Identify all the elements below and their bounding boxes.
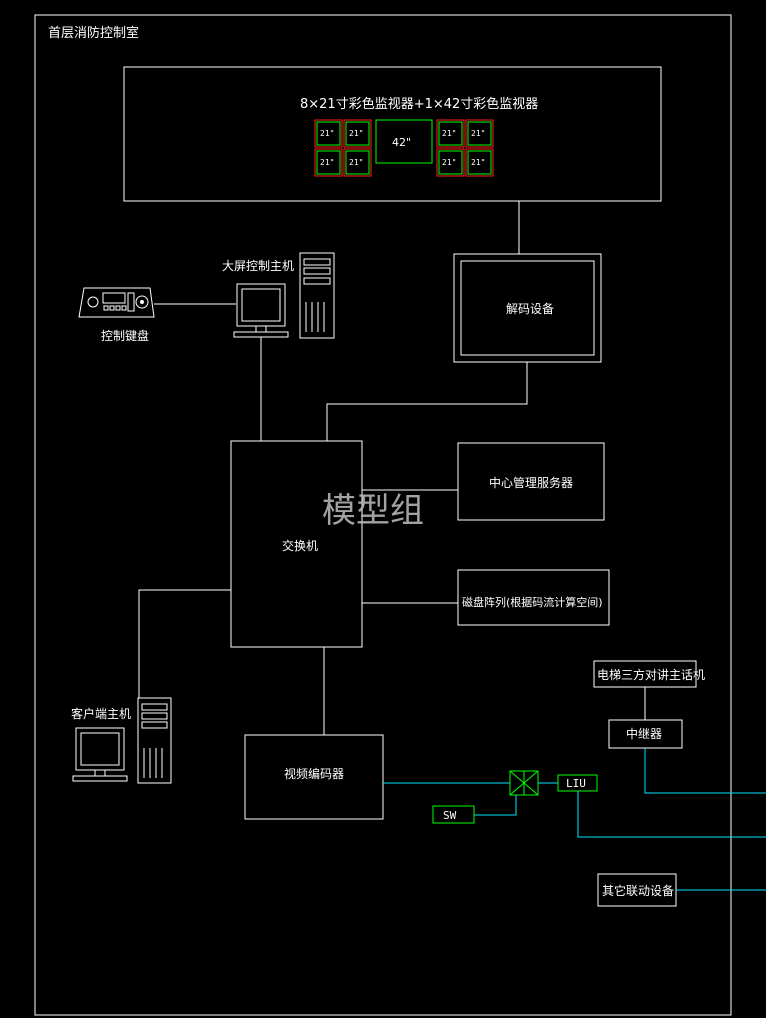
big-screen-host-icon	[233, 252, 335, 339]
control-keyboard-label: 控制键盘	[101, 328, 149, 343]
monitor-21-2: 21"	[343, 119, 372, 148]
other-linkage-label: 其它联动设备	[602, 883, 674, 898]
decoder-box: 解码设备	[453, 253, 602, 363]
disk-array-label: 磁盘阵列(根据码流计算空间)	[462, 595, 603, 609]
video-wall-title: 8×21寸彩色监视器+1×42寸彩色监视器	[300, 96, 538, 112]
monitor-label: 21"	[471, 129, 485, 138]
liu-label: LIU	[566, 777, 586, 790]
monitor-42: 42"	[375, 119, 433, 164]
repeater-label: 中继器	[626, 726, 662, 741]
monitor-21-8: 21"	[465, 148, 494, 177]
disk-array-box	[457, 569, 610, 626]
switch-label: 交换机	[282, 538, 318, 553]
monitor-label-large: 42"	[392, 136, 411, 149]
link-decoder-switch	[326, 362, 528, 441]
monitor-label: 21"	[349, 129, 363, 138]
monitor-label: 21"	[442, 158, 456, 167]
big-screen-host-label: 大屏控制主机	[222, 259, 294, 273]
client-host-icon	[72, 697, 172, 784]
monitor-21-1: 21"	[314, 119, 343, 148]
decoder-label: 解码设备	[506, 302, 554, 316]
video-wall-box	[123, 66, 662, 202]
monitor-label: 21"	[320, 129, 334, 138]
control-keyboard-icon	[78, 287, 155, 318]
fiber-converter-icon	[509, 770, 539, 796]
monitor-label: 21"	[442, 129, 456, 138]
monitor-grid: 21" 21" 21" 21" 42" 21"	[314, 119, 494, 177]
monitor-21-6: 21"	[465, 119, 494, 148]
switch-box	[230, 440, 363, 648]
watermark-logo: 模型组	[322, 491, 424, 531]
monitor-21-4: 21"	[343, 148, 372, 177]
outer-frame	[34, 14, 732, 1016]
monitor-21-5: 21"	[436, 119, 465, 148]
monitor-21-7: 21"	[436, 148, 465, 177]
central-server-box	[457, 442, 605, 521]
link-switch-client	[138, 589, 231, 698]
sw-box	[432, 805, 475, 824]
link-liu-out	[577, 791, 766, 838]
monitor-label: 21"	[349, 158, 363, 167]
sw-label: SW	[443, 809, 457, 822]
frame-title: 首层消防控制室	[48, 25, 139, 41]
link-repeater-out	[644, 748, 766, 794]
client-host-label: 客户端主机	[71, 706, 131, 721]
video-encoder-box	[244, 734, 384, 820]
monitor-label: 21"	[471, 158, 485, 167]
monitor-label: 21"	[320, 158, 334, 167]
elevator-intercom-label: 电梯三方对讲主话机	[597, 667, 705, 682]
central-server-label: 中心管理服务器	[489, 475, 573, 490]
video-encoder-label: 视频编码器	[284, 766, 344, 781]
link-converter-sw	[474, 795, 517, 816]
monitor-21-3: 21"	[314, 148, 343, 177]
